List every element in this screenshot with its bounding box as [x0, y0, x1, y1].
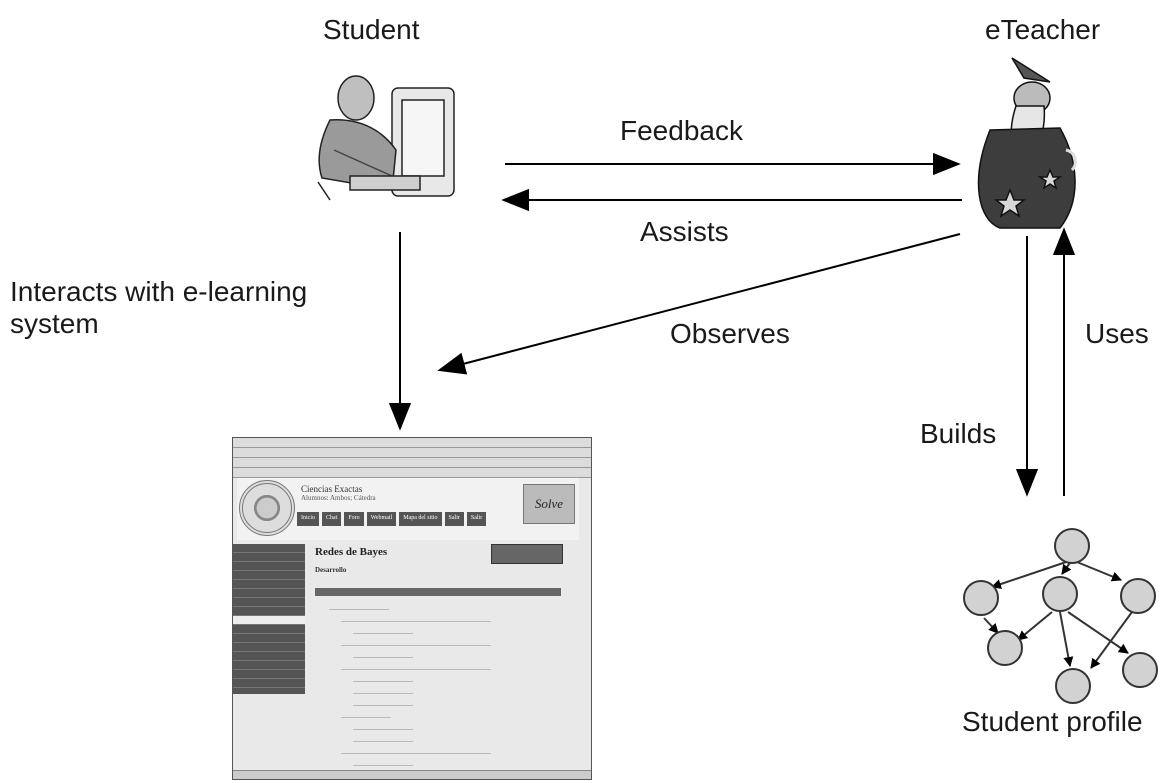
- contents-header: [315, 588, 561, 596]
- resources-box: [491, 544, 563, 564]
- assists-label: Assists: [640, 216, 729, 247]
- menu-item: Webmail: [366, 512, 397, 526]
- profile-node: [987, 630, 1023, 666]
- site-sidebar: [233, 544, 305, 694]
- menu-item: Chat: [322, 512, 342, 526]
- browser-statusbar: [233, 770, 591, 779]
- browser-links: [233, 468, 591, 478]
- site-title: Ciencias Exactas: [301, 484, 363, 494]
- student-icon: [317, 75, 455, 201]
- builds-label: Builds: [920, 418, 997, 449]
- menu-item: Salir: [466, 512, 487, 526]
- student-profile-graph: [963, 528, 1158, 704]
- profile-node: [1120, 578, 1156, 614]
- elearning-system-screenshot: Ciencias Exactas Alumnos: Ambos; Cátedra…: [232, 437, 592, 780]
- student-label: Student: [323, 14, 420, 45]
- interacts-label: Interacts with e-learning system: [10, 276, 308, 340]
- browser-addressbar: [233, 458, 591, 468]
- feedback-label: Feedback: [620, 115, 743, 146]
- page-subtitle: Desarrollo: [315, 566, 347, 574]
- contents-tree: [329, 600, 549, 779]
- browser-menubar: [233, 438, 591, 448]
- profile-node: [1122, 652, 1158, 688]
- student-profile-label: Student profile: [962, 706, 1143, 737]
- eteacher-label: eTeacher: [985, 14, 1101, 45]
- eteacher-wizard-icon: [977, 57, 1077, 229]
- uses-label: Uses: [1085, 318, 1149, 349]
- site-subtitle: Alumnos: Ambos; Cátedra: [301, 494, 376, 502]
- site-menu: Inicio Chat Foro Webmail Mapa del sitio …: [297, 512, 487, 526]
- course-logo: Solve: [523, 484, 575, 524]
- observes-label: Observes: [670, 318, 790, 349]
- menu-item: Foro: [344, 512, 364, 526]
- menu-item: Mapa del sitio: [399, 512, 442, 526]
- observes-arrow: [437, 233, 961, 375]
- profile-node: [1042, 576, 1078, 612]
- browser-toolbar: [233, 448, 591, 458]
- profile-node: [1054, 528, 1090, 564]
- university-seal-icon: [239, 480, 295, 536]
- page-title: Redes de Bayes: [315, 546, 388, 558]
- profile-node: [963, 580, 999, 616]
- profile-node: [1055, 668, 1091, 704]
- menu-item: Inicio: [297, 512, 319, 526]
- menu-item: Salir: [444, 512, 464, 526]
